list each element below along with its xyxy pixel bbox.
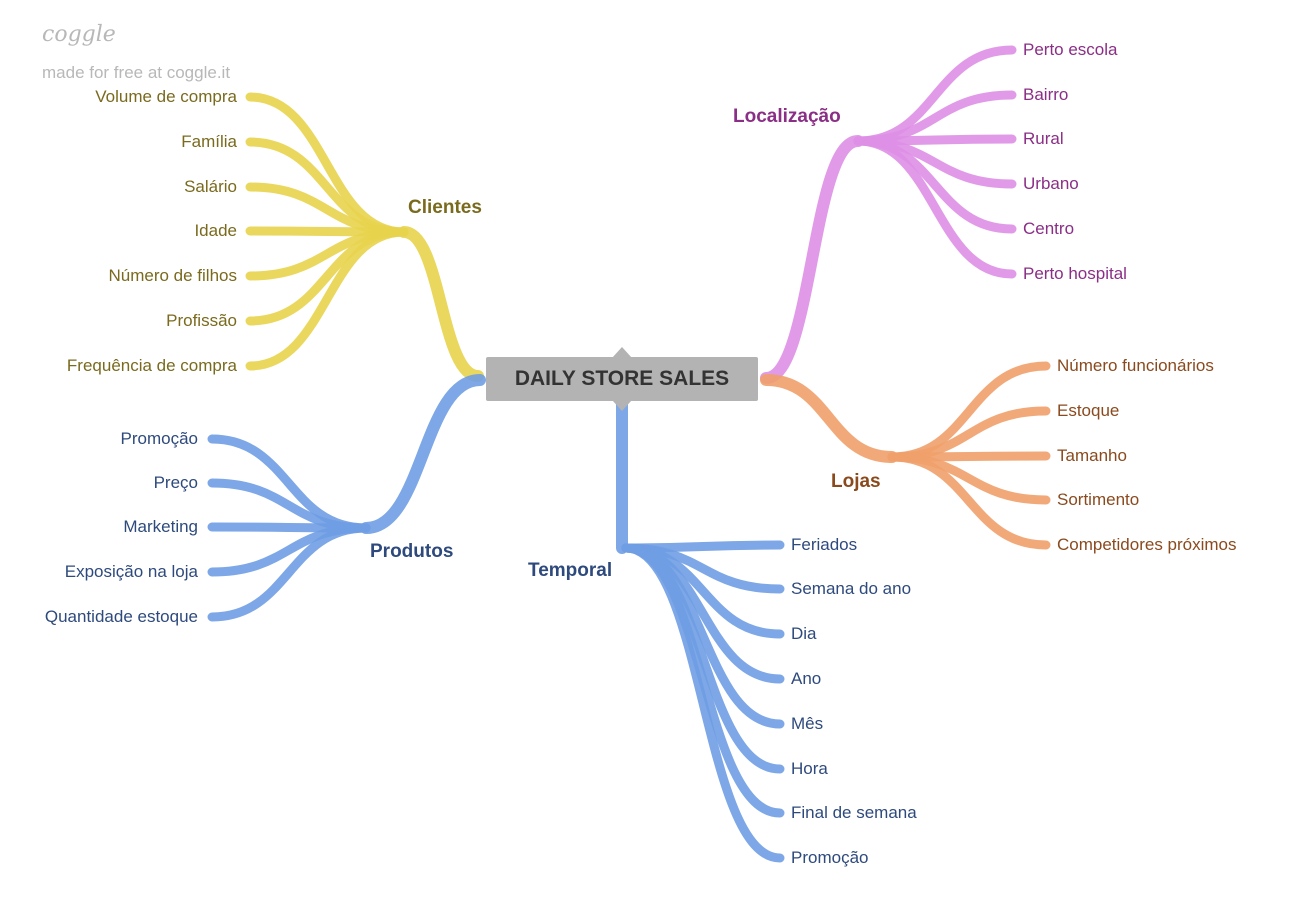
- connector-clientes: [245, 227, 409, 371]
- produtos-item[interactable]: Quantidade estoque: [44, 607, 198, 626]
- lojas-item[interactable]: Tamanho: [1057, 446, 1127, 465]
- root-tip-bottom: [612, 400, 632, 411]
- connector-temporal: [621, 543, 785, 863]
- connector-localizacao: [853, 136, 1017, 279]
- lojas-item[interactable]: Sortimento: [1057, 490, 1140, 509]
- temporal-item[interactable]: Dia: [791, 624, 817, 643]
- clientes-item[interactable]: Volume de compra: [95, 87, 237, 106]
- temporal-item[interactable]: Final de semana: [791, 803, 917, 822]
- clientes-item[interactable]: Idade: [194, 221, 237, 240]
- branch-temporal[interactable]: Temporal: [528, 560, 613, 581]
- connector-temporal: [621, 543, 785, 774]
- lojas-item[interactable]: Número funcionários: [1057, 356, 1214, 375]
- branch-lojas[interactable]: Lojas: [831, 471, 881, 492]
- connector-lojas: [887, 452, 1051, 550]
- root-tip-top: [612, 347, 632, 358]
- root-label: DAILY STORE SALES: [514, 367, 730, 390]
- localizacao-item[interactable]: Perto escola: [1023, 40, 1118, 59]
- produtos-item[interactable]: Exposição na loja: [64, 562, 198, 581]
- clientes-item[interactable]: Profissão: [166, 311, 237, 330]
- clientes-item[interactable]: Frequência de compra: [66, 356, 237, 375]
- lojas-item[interactable]: Estoque: [1057, 401, 1120, 420]
- coggle-logo[interactable]: coggle: [42, 22, 116, 47]
- root-node[interactable]: DAILY STORE SALES: [486, 357, 758, 401]
- connector-produtos: [207, 523, 371, 622]
- localizacao-item[interactable]: Urbano: [1023, 174, 1079, 193]
- coggle-tagline[interactable]: made for free at coggle.it: [42, 63, 231, 82]
- temporal-item[interactable]: Ano: [791, 669, 822, 688]
- clientes-item[interactable]: Número de filhos: [108, 266, 237, 285]
- trunk-lojas: [760, 374, 898, 463]
- localizacao-item[interactable]: Perto hospital: [1023, 264, 1127, 283]
- temporal-item[interactable]: Promoção: [791, 848, 869, 867]
- localizacao-item[interactable]: Centro: [1023, 219, 1075, 238]
- produtos-item[interactable]: Preço: [153, 473, 198, 492]
- trunk-localizacao: [760, 135, 864, 384]
- localizacao-item[interactable]: Rural: [1023, 129, 1064, 148]
- trunk-produtos: [360, 374, 486, 534]
- temporal-item[interactable]: Semana do ano: [791, 579, 912, 598]
- localizacao-item[interactable]: Bairro: [1023, 85, 1069, 104]
- produtos-item[interactable]: Marketing: [123, 517, 198, 536]
- trunk-clientes: [398, 226, 484, 382]
- branch-produtos[interactable]: Produtos: [370, 541, 454, 562]
- lojas-item[interactable]: Competidores próximos: [1057, 535, 1237, 554]
- produtos-item[interactable]: Promoção: [120, 429, 198, 448]
- temporal-item[interactable]: Mês: [791, 714, 824, 733]
- temporal-item[interactable]: Feriados: [791, 535, 858, 554]
- clientes-item[interactable]: Família: [181, 132, 237, 151]
- clientes-item[interactable]: Salário: [184, 177, 237, 196]
- branch-localizacao[interactable]: Localização: [733, 106, 841, 127]
- branch-clientes[interactable]: Clientes: [408, 197, 482, 218]
- temporal-item[interactable]: Hora: [791, 759, 828, 778]
